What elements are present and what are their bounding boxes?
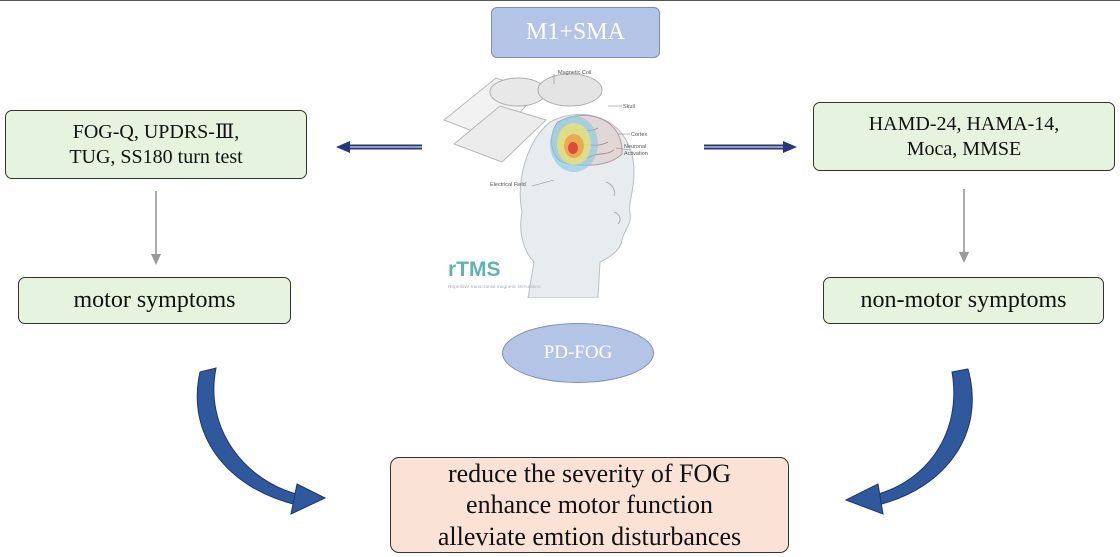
motor-assessment-box: FOG-Q, UPDRS-Ⅲ, TUG, SS180 turn test (5, 110, 307, 179)
skull-label: Skull (623, 104, 635, 110)
top-border (0, 0, 1120, 1)
motor-assessment-line-2: TUG, SS180 turn test (69, 145, 243, 168)
nonmotor-assessment-line-2: Moca, MMSE (906, 137, 1022, 160)
electrical-field (550, 116, 598, 172)
right-horizontal-arrow (704, 141, 797, 153)
coil-label: Magnetic Coil (558, 70, 591, 76)
motor-symptoms-label: motor symptoms (73, 286, 236, 313)
cortex-label: Cortex (631, 132, 647, 138)
condition-ellipse: PD-FOG (502, 323, 654, 383)
activation-label-2: Activation (624, 151, 648, 157)
nonmotor-assessment-line-1: HAMD-24, HAMA-14, (868, 113, 1060, 136)
motor-assessment-line-1: FOG-Q, UPDRS-Ⅲ, (72, 121, 240, 144)
left-down-arrow (151, 191, 161, 265)
rtms-brand: rTMS (448, 258, 501, 281)
right-down-arrow (959, 189, 969, 263)
rtms-illustration: Magnetic Coil Skull Cortex Neuronal Acti… (443, 70, 648, 298)
left-horizontal-arrow (336, 141, 422, 153)
target-label: M1+SMA (526, 19, 625, 45)
motor-symptoms-box: motor symptoms (18, 277, 291, 324)
target-pill: M1+SMA (491, 7, 660, 58)
field-label: Electrical Field (490, 182, 526, 188)
nonmotor-assessment-box: HAMD-24, HAMA-14, Moca, MMSE (813, 102, 1115, 171)
outcome-box: reduce the severity of FOG enhance motor… (390, 457, 789, 553)
condition-label: PD-FOG (543, 342, 613, 363)
left-curved-arrow (196, 367, 327, 515)
rtms-caption: Repetitive transcranial magnetic stimula… (448, 284, 541, 290)
right-curved-arrow (844, 368, 973, 515)
nonmotor-symptoms-label: non-motor symptoms (860, 286, 1067, 313)
activation-label-1: Neuronal (624, 144, 646, 150)
annotation-lines (531, 74, 631, 187)
outcome-line-1: reduce the severity of FOG (447, 459, 732, 489)
nonmotor-symptoms-box: non-motor symptoms (823, 277, 1104, 324)
outcome-line-2: enhance motor function (466, 490, 713, 520)
outcome-line-3: alleviate emtion disturbances (437, 521, 742, 551)
